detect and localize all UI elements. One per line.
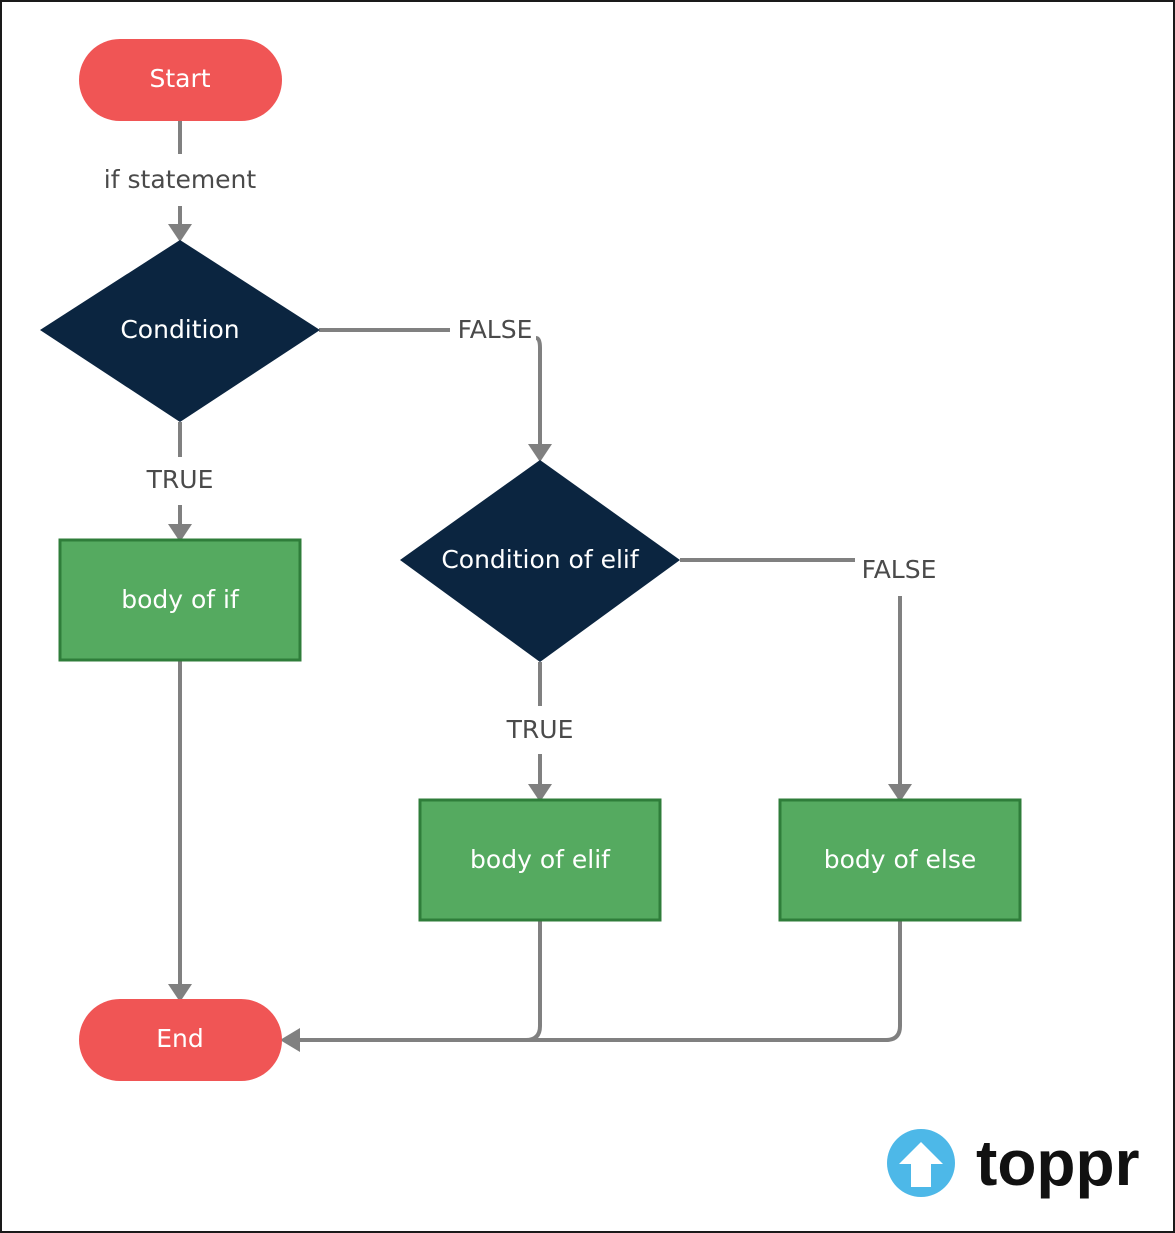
arrowhead-into-end-right [280,1028,300,1052]
body-of-elif-label: body of elif [470,845,611,874]
arrowhead-into-body-elif [528,784,552,802]
arrowheads [168,224,912,1052]
body-of-if-node: body of if [58,538,302,662]
arrowhead-into-body-else [888,784,912,802]
condition-of-elif-label: Condition of elif [441,545,640,574]
condition-true-label: TRUE [146,465,214,494]
body-of-elif-node: body of elif [418,798,662,922]
body-of-else-node: body of else [778,798,1022,922]
arrowhead-into-condition [168,224,192,242]
if-statement-label: if statement [104,165,257,194]
toppr-logo: toppr [887,1127,1140,1199]
brand-name: toppr [976,1127,1140,1199]
connector-false-to-elif [535,336,542,448]
body-of-else-label: body of else [824,845,977,874]
body-of-if-label: body of if [121,585,240,614]
condition-node: Condition [40,240,320,422]
condition-label: Condition [120,315,239,344]
connector-body-elif-to-end [525,921,542,1042]
arrowhead-into-body-if [168,524,192,542]
start-label: Start [149,64,210,93]
connectors [178,120,902,1042]
arrowhead-into-end-top [168,984,192,1002]
start-node: Start [79,39,282,121]
end-node: End [79,999,282,1081]
condition-of-elif-node: Condition of elif [400,460,680,662]
condition-false-label: FALSE [458,315,533,344]
connector-body-else-to-end [298,921,902,1042]
up-arrow-circle-icon [887,1129,955,1197]
arrowhead-into-elif [528,444,552,462]
elif-true-label: TRUE [506,715,574,744]
elif-false-label: FALSE [862,555,937,584]
end-label: End [156,1024,204,1053]
